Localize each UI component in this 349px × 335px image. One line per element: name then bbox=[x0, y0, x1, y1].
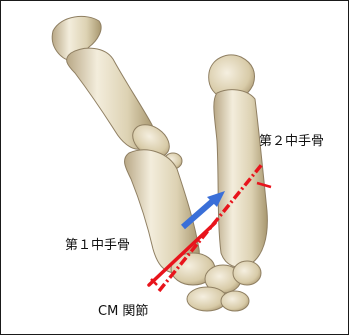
first-metacarpal-label: 第１中手骨 bbox=[65, 239, 130, 252]
second-metacarpal-label: 第２中手骨 bbox=[259, 135, 324, 148]
cm-joint-label: CM 関節 bbox=[98, 305, 148, 318]
second-metacarpal-bone bbox=[214, 90, 268, 268]
